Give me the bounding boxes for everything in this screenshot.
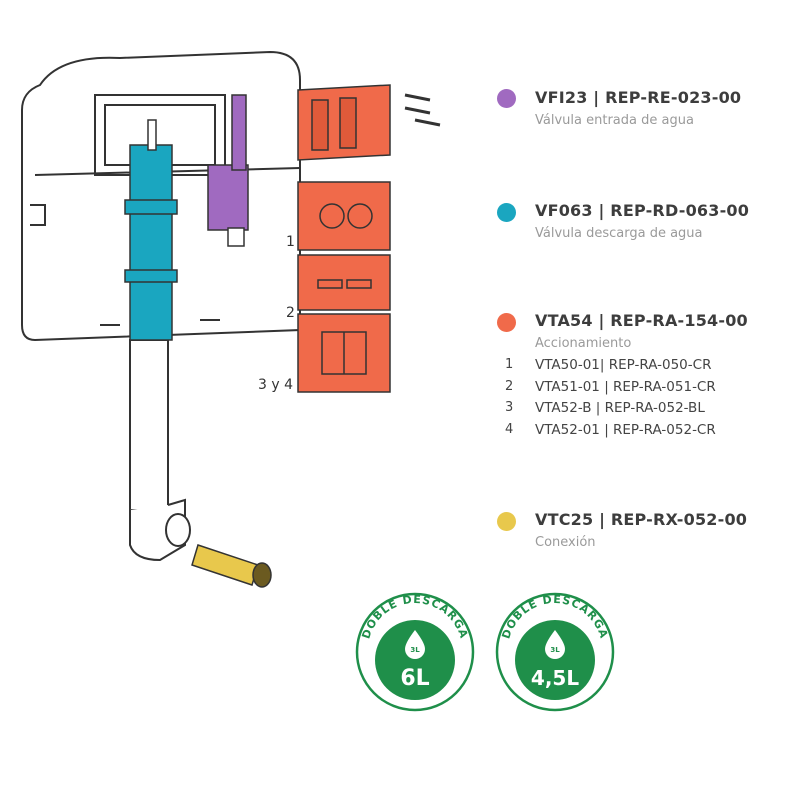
item-number: 4 bbox=[505, 422, 514, 437]
badge-small-volume: 3L bbox=[550, 646, 560, 654]
badge-big-volume: 6L bbox=[400, 666, 429, 691]
legend-desc: Conexión bbox=[535, 535, 596, 550]
flush-plate-1 bbox=[297, 181, 391, 251]
orange-dot-icon bbox=[497, 313, 516, 332]
badge-big-volume: 4,5L bbox=[531, 666, 579, 690]
item-code: VTA52-B | REP-RA-052-BL bbox=[535, 400, 705, 416]
item-code: VTA51-01 | REP-RA-051-CR bbox=[535, 379, 716, 395]
panel-label-3-4: 3 y 4 bbox=[258, 377, 293, 393]
flush-valve bbox=[124, 119, 178, 341]
drop-icon bbox=[405, 630, 425, 659]
mounting-frame bbox=[297, 84, 441, 161]
legend-desc: Válvula descarga de agua bbox=[535, 226, 703, 241]
drop-icon bbox=[545, 630, 565, 659]
legend-code: VTC25 | REP-RX-052-00 bbox=[535, 510, 748, 529]
inlet-valve bbox=[207, 94, 249, 247]
panel-label-2: 2 bbox=[286, 305, 295, 321]
item-code: VTA50-01| REP-RA-050-CR bbox=[535, 357, 712, 373]
panel-label-1: 1 bbox=[286, 234, 295, 250]
yellow-dot-icon bbox=[497, 512, 516, 531]
badge-6l: DOBLE DESCARGA 3L 6L bbox=[355, 592, 475, 712]
legend-code: VFI23 | REP-RE-023-00 bbox=[535, 88, 742, 107]
badge-4-5l: DOBLE DESCARGA 3L 4,5L bbox=[495, 592, 615, 712]
purple-dot-icon bbox=[497, 89, 516, 108]
teal-dot-icon bbox=[497, 203, 516, 222]
flush-pipe bbox=[129, 339, 191, 562]
legend-code: VF063 | REP-RD-063-00 bbox=[535, 201, 750, 220]
item-number: 2 bbox=[505, 379, 514, 394]
item-code: VTA52-01 | REP-RA-052-CR bbox=[535, 422, 716, 438]
item-number: 3 bbox=[505, 400, 514, 415]
legend-code: VTA54 | REP-RA-154-00 bbox=[535, 311, 748, 330]
flush-plate-3-4 bbox=[297, 313, 391, 393]
item-number: 1 bbox=[505, 357, 514, 372]
connector bbox=[191, 544, 272, 588]
legend-desc: Válvula entrada de agua bbox=[535, 113, 694, 128]
legend-desc: Accionamiento bbox=[535, 336, 632, 351]
flush-plate-2 bbox=[297, 254, 391, 311]
badge-small-volume: 3L bbox=[410, 646, 420, 654]
